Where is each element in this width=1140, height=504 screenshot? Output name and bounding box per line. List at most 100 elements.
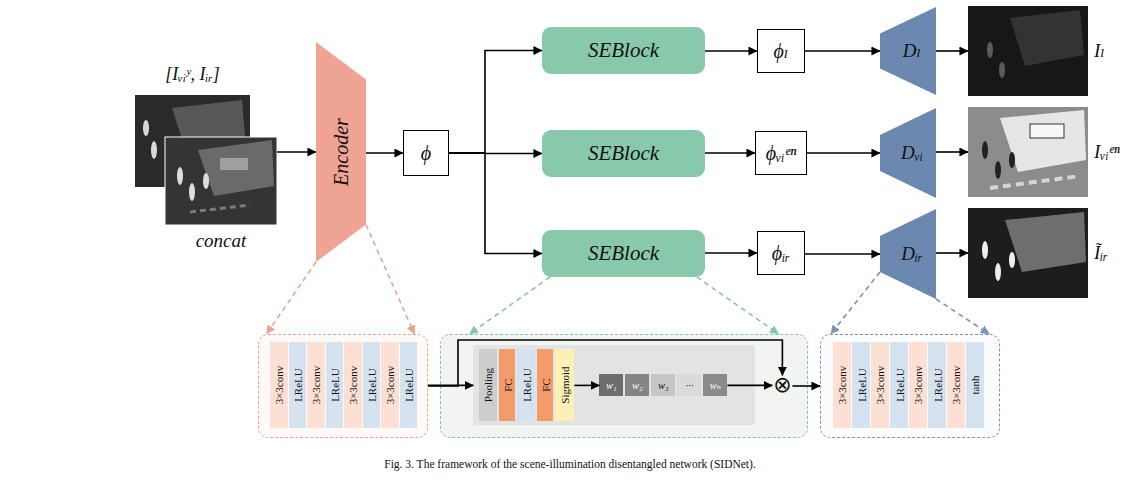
layer-strip: Sigmoid <box>555 349 574 421</box>
layer-strip: 3×3conv <box>947 342 965 428</box>
layer-strip: LReLU <box>852 342 870 428</box>
layer-strip: LReLU <box>890 342 908 428</box>
decoder-trapezoid: Dₗ <box>880 7 936 95</box>
node-label: Encoder <box>330 118 352 186</box>
dashed-leader-arrow <box>469 277 550 334</box>
image-label: [Iᵥᵢʸ, Iᵢᵣ] <box>135 65 250 85</box>
layer-strip: tanh <box>966 342 984 428</box>
weight-cell: w₂ <box>625 374 649 396</box>
dashed-leader-arrow <box>936 299 989 334</box>
output-enhanced-image <box>968 107 1088 197</box>
layer-strip: 3×3conv <box>307 342 325 428</box>
flow-arrow <box>705 50 757 52</box>
flow-arrow <box>805 50 880 52</box>
trapezoid-shape <box>316 42 366 262</box>
attention-branch: Pooling FC LReLU FC Sigmoid w₁ w₂ w₃ ··· wₙ <box>473 345 755 425</box>
image-sign <box>1030 124 1064 138</box>
node-label: SEBlock <box>588 242 659 265</box>
layer-strip: LReLU <box>326 342 344 428</box>
node-label: ϕᵢᵣ <box>772 242 790 264</box>
trapezoid-shape <box>880 209 936 299</box>
encoder-trapezoid: Encoder <box>316 42 366 262</box>
dashed-leader-arrow <box>831 272 880 334</box>
feature-box: ϕₗ <box>757 29 805 73</box>
dashed-leader-arrow <box>697 277 779 334</box>
image-figure <box>982 141 988 159</box>
flow-arrow <box>792 385 820 387</box>
layer-strip: 3×3conv <box>871 342 889 428</box>
decoder-trapezoid: Dᵢᵣ <box>880 209 936 299</box>
node-label: wₙ <box>710 380 721 392</box>
node-label: FC <box>501 379 513 392</box>
node-label: LReLU <box>403 369 415 403</box>
node-label: 3×3conv <box>347 366 359 405</box>
dashed-leader-arrow <box>366 225 414 334</box>
trapezoid-shape <box>880 108 936 198</box>
flow-arrow <box>805 253 880 255</box>
weight-cell: wₙ <box>703 374 727 396</box>
node-label: LReLU <box>855 369 867 403</box>
layer-strip: 3×3conv <box>344 342 362 428</box>
image-figure <box>987 42 993 58</box>
node-label: LReLU <box>329 369 341 403</box>
input-visible-image <box>165 137 277 225</box>
node-label: Dᵢᵣ <box>901 244 922 265</box>
flow-arrow <box>574 385 599 387</box>
output-ir-image <box>968 208 1088 298</box>
node-label: tanh <box>969 376 981 395</box>
output-image: Ĩᵢᵣ <box>968 208 1088 298</box>
flow-arrow <box>705 252 757 254</box>
image-building <box>1000 110 1086 172</box>
flow-arrow <box>366 152 403 154</box>
layer-strip: FC <box>537 349 553 421</box>
image-label: Ĩᵢᵣ <box>1094 243 1108 264</box>
feature-box: ϕᵢᵣ <box>757 231 805 275</box>
node-label: Sigmoid <box>559 367 571 404</box>
seblock-box: SEBlock <box>542 230 705 277</box>
flow-arrow <box>727 385 772 387</box>
node-label: 3×3conv <box>950 366 962 405</box>
image-figure <box>1009 152 1015 168</box>
image-figure <box>151 141 157 159</box>
node-label: w₁ <box>606 380 617 392</box>
node-label: ϕ <box>421 142 431 164</box>
flow-arrow <box>277 151 316 153</box>
node-label: Pooling <box>482 368 494 402</box>
layer-strip: LReLU <box>400 342 418 428</box>
layer-strip: 3×3conv <box>381 342 399 428</box>
detail-panel: 3×3convLReLU3×3convLReLU3×3convLReLU3×3c… <box>820 334 1000 438</box>
image-figure <box>995 161 1001 179</box>
multiply-symbol: ⊗ <box>772 375 792 395</box>
image-figure <box>982 241 988 259</box>
flow-arrow <box>449 153 542 254</box>
node-label: FC <box>539 379 551 392</box>
figure-caption: Fig. 3. The framework of the scene-illum… <box>0 458 1140 470</box>
layer-strip: LReLU <box>517 349 535 421</box>
node-label: Dₗ <box>903 41 921 62</box>
image-figure <box>189 183 195 201</box>
node-label: LReLU <box>893 369 905 403</box>
layer-strip: Pooling <box>479 349 497 421</box>
flow-arrow <box>936 50 968 52</box>
image-figure <box>143 120 149 136</box>
node-label: ϕₗ <box>773 40 788 62</box>
node-label: SEBlock <box>588 39 659 62</box>
node-label: SEBlock <box>588 142 659 165</box>
node-label: LReLU <box>520 369 532 403</box>
node-label: ··· <box>685 380 693 392</box>
dashed-leader-arrow <box>267 262 317 334</box>
seblock-box: SEBlock <box>542 27 705 74</box>
node-label: ϕᵥᵢᵉⁿ <box>766 142 797 164</box>
layer-strip: LReLU <box>928 342 946 428</box>
flow-arrow <box>936 151 968 153</box>
input-image-stack: [Iᵥᵢʸ, Iᵢᵣ]concat <box>135 95 277 225</box>
node-label: w₃ <box>658 380 669 392</box>
node-label: LReLU <box>931 369 943 403</box>
node-label: 3×3conv <box>912 366 924 405</box>
node-label: w₂ <box>632 380 643 392</box>
decoder-trapezoid: Dᵥᵢ <box>880 108 936 198</box>
image-building <box>198 140 274 196</box>
image-building <box>1010 10 1084 66</box>
seblock-box: SEBlock <box>542 130 705 177</box>
